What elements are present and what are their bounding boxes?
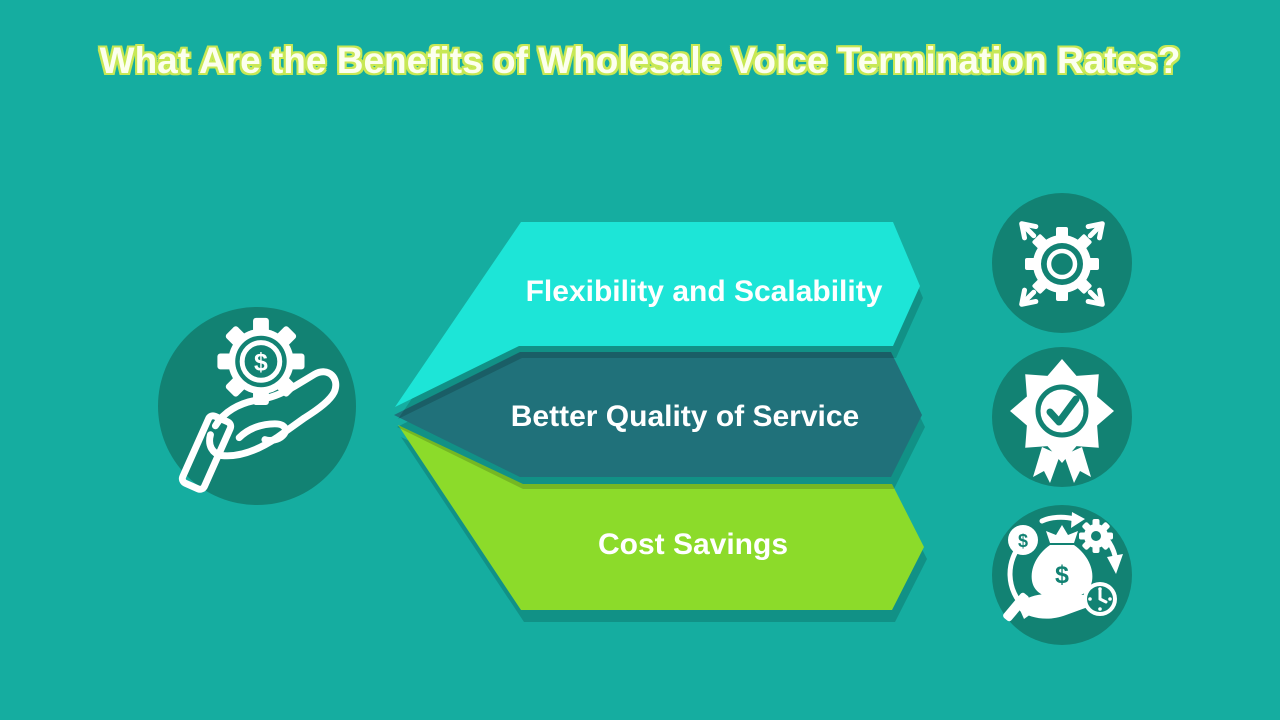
expand-arrows — [1019, 221, 1105, 307]
banner-flexibility-shape — [395, 222, 920, 407]
thumb-line — [235, 420, 289, 444]
ribbons — [1033, 447, 1091, 483]
money-bag — [1031, 525, 1093, 599]
gear-expand-arrows-icon — [1019, 221, 1105, 307]
holding-hand — [1003, 592, 1092, 622]
bag-dollar-glyph: $ — [1055, 561, 1069, 589]
coin-dollar-glyph: $ — [1018, 531, 1028, 551]
hand-outline — [206, 368, 340, 460]
banner-quality-shape — [394, 352, 922, 477]
quality-badge — [992, 347, 1132, 487]
coin — [1008, 525, 1038, 555]
hand-holding-gear-dollar-icon: $ — [178, 317, 340, 493]
banner-label-quality: Better Quality of Service — [510, 400, 860, 433]
cost-savings-money-icon: $ $ — [1003, 512, 1123, 622]
flexibility-badge — [992, 193, 1132, 333]
small-gear — [1079, 519, 1113, 553]
page-title: What Are the Benefits of Wholesale Voice… — [99, 40, 1181, 81]
hand-gear-dollar-badge: $ — [158, 307, 356, 505]
gear-dollar-glyph: $ — [254, 349, 268, 376]
clock — [1083, 582, 1117, 616]
award-badge-check-icon — [1010, 359, 1114, 483]
banner-label-cost: Cost Savings — [597, 528, 789, 561]
banner-label-flexibility: Flexibility and Scalability — [525, 275, 883, 308]
check-mark — [1046, 395, 1080, 426]
cost-savings-badge: $ $ — [992, 505, 1132, 645]
banner-cost-shape — [398, 425, 924, 610]
